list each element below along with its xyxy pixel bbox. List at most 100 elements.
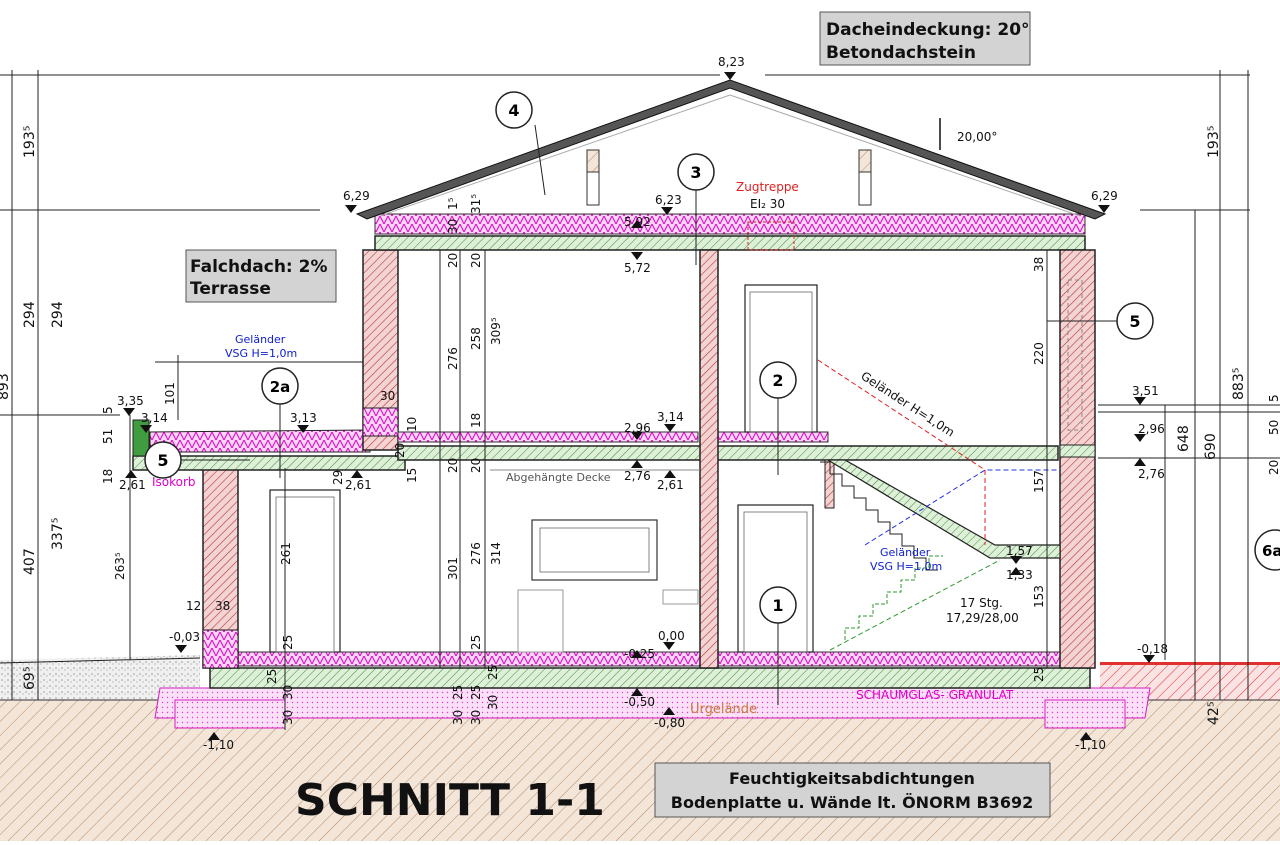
terrace-insulation: [149, 429, 371, 453]
door-upper: [744, 284, 818, 433]
callout-4-label: 4: [508, 101, 519, 120]
level-ceiling: 6,23: [655, 193, 682, 207]
level-f080: -0,80: [654, 716, 685, 730]
level-found-right: -1,10: [1075, 738, 1106, 752]
dim-101: 101: [163, 382, 177, 405]
ground-left-line: [0, 657, 201, 664]
dim-3095: 309⁵: [489, 317, 503, 345]
dim-425: 42⁵: [1206, 702, 1222, 725]
dim-30a: 30: [446, 219, 460, 234]
level-ground-left: -0,03: [169, 630, 200, 644]
stairs-ratio: 17,29/28,00: [946, 611, 1019, 625]
dim-294-left: 294: [22, 301, 38, 328]
wall-interior: [699, 249, 719, 669]
dim-893: 893: [0, 373, 12, 400]
terrace-note-line2: Terrasse: [190, 279, 271, 299]
dim-25f: 25: [469, 685, 483, 700]
dim-407: 407: [22, 548, 38, 575]
dim-20d: 20: [469, 458, 483, 473]
callouts: 4 3 2a 2 5 5 1 6a: [144, 91, 1280, 705]
kitchen-cabinet: [517, 589, 564, 653]
dim-276-upper: 276: [446, 347, 460, 370]
door-upper-inner: [749, 291, 813, 433]
level-terrace-in: 3,13: [290, 411, 317, 425]
level-f276: 2,76: [624, 469, 651, 483]
dim-20f: 20: [1267, 460, 1280, 475]
first-floor-insulation-left: [397, 431, 699, 443]
dim-5: 5: [101, 406, 115, 414]
dim-20a: 20: [446, 253, 460, 268]
wall-upper-left-base: [362, 407, 399, 437]
dim-15b: 15: [405, 468, 419, 483]
railing-upper-line: [817, 359, 986, 545]
railing-stair-lower-label: Geländer: [880, 546, 931, 559]
ground-right-line: [1100, 662, 1280, 665]
level-markers: [123, 72, 1155, 740]
callout-3-label: 3: [690, 163, 701, 182]
callout-6a-label: 6a: [1262, 542, 1280, 560]
stairs-count: 17 Stg.: [960, 596, 1003, 610]
dim-30d: 30: [281, 710, 295, 725]
waterproofing-note-box: [654, 762, 1051, 818]
dim-30c: 30: [281, 685, 295, 700]
gravel-left: [0, 655, 200, 700]
stair-lower-line: [829, 559, 1001, 651]
roof-note-box: [819, 11, 1031, 66]
roof-post-right-head: [858, 149, 872, 173]
railing-terrace-label: Geländer: [235, 333, 286, 346]
dimension-lines: [0, 70, 1280, 730]
kitchen-sink: [662, 589, 699, 605]
dim-51: 51: [101, 429, 115, 444]
callout-5-left-label: 5: [157, 451, 168, 470]
level-labels: 8,23 6,29 6,29 6,23 5,92 5,72 3,35 3,14 …: [117, 55, 1168, 752]
dim-30e: 30: [451, 710, 465, 725]
callout-4: [495, 91, 533, 129]
dim-258: 258: [469, 327, 483, 350]
callout-5-left: [144, 441, 182, 479]
railing-terrace-spec: VSG H=1,0m: [225, 347, 297, 360]
dim-10: 10: [405, 417, 419, 432]
dim-38b: 38: [1032, 257, 1046, 272]
level-592: 5,92: [624, 215, 651, 229]
roof-inner-right: [729, 94, 1081, 217]
railing-stair-lower-spec: VSG H=1,0m: [870, 560, 942, 573]
dim-220: 220: [1032, 342, 1046, 365]
dim-25b: 25: [469, 635, 483, 650]
level-r351: 3,51: [1132, 384, 1159, 398]
level-eave-left: 6,29: [343, 189, 370, 203]
zugtreppe-label: Zugtreppe: [736, 180, 799, 194]
dim-1935-right: 193⁵: [1206, 126, 1222, 158]
dim-12: 12: [186, 599, 201, 613]
stair-lower-steps: [844, 555, 943, 640]
dim-25g: 25: [486, 665, 500, 680]
level-f296: 2,96: [624, 421, 651, 435]
zugtreppe-box: [747, 221, 795, 251]
level-f261: 2,61: [657, 478, 684, 492]
abgehaengte-decke-label: Abgehängte Decke: [506, 471, 611, 484]
dim-276-lower: 276: [469, 542, 483, 565]
footing-right: [1044, 699, 1126, 729]
waterproofing-note-line1: Feuchtigkeitsabdichtungen: [729, 769, 975, 788]
dim-1935-left: 193⁵: [22, 126, 38, 158]
callout-5-right-label: 5: [1129, 312, 1140, 331]
level-f050: -0,50: [624, 695, 655, 709]
dim-301: 301: [446, 557, 460, 580]
wall-left-base: [202, 629, 239, 669]
callout-5-right: [1116, 302, 1154, 340]
attic-slab: [374, 235, 1086, 251]
waterproofing-note-line2: Bodenplatte u. Wände lt. ÖNORM B3692: [671, 793, 1033, 812]
dim-5b: 5: [1267, 394, 1280, 402]
terrace-note-box: [185, 249, 337, 303]
dim-25d: 25: [265, 669, 279, 684]
dim-30b: 30: [380, 389, 395, 403]
callout-2a: [261, 367, 299, 405]
dim-20e: 20: [393, 443, 407, 458]
window-right: [1067, 279, 1083, 431]
first-floor-slab: [397, 445, 1059, 461]
dim-153: 153: [1032, 585, 1046, 608]
dim-8835: 883⁵: [1231, 368, 1247, 400]
stair-flight: [825, 459, 1061, 559]
callout-2a-label: 2a: [270, 378, 291, 396]
dim-25a: 25: [281, 635, 295, 650]
